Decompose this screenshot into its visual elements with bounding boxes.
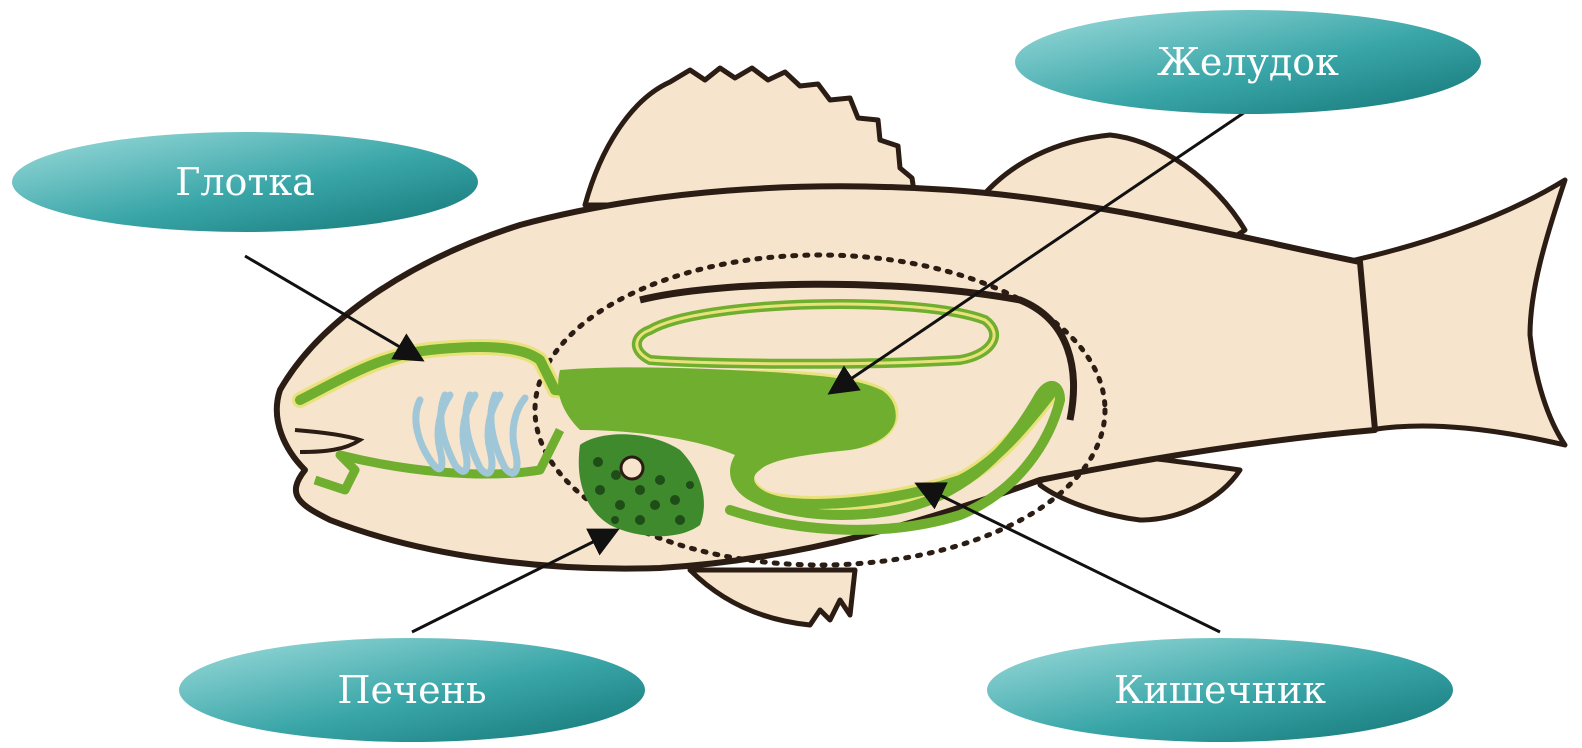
label-liver-text: Печень [337, 668, 486, 712]
label-intestine-text: Кишечник [1114, 668, 1326, 712]
label-intestine: Кишечник [987, 638, 1453, 742]
label-pharynx: Глотка [12, 132, 478, 232]
label-pharynx-text: Глотка [175, 160, 315, 204]
label-stomach-text: Желудок [1157, 40, 1339, 84]
label-liver: Печень [179, 638, 645, 742]
gall-bladder [621, 457, 643, 479]
tail-fin [1355, 180, 1565, 445]
pelvic-fin [690, 570, 855, 625]
label-stomach: Желудок [1015, 10, 1481, 114]
